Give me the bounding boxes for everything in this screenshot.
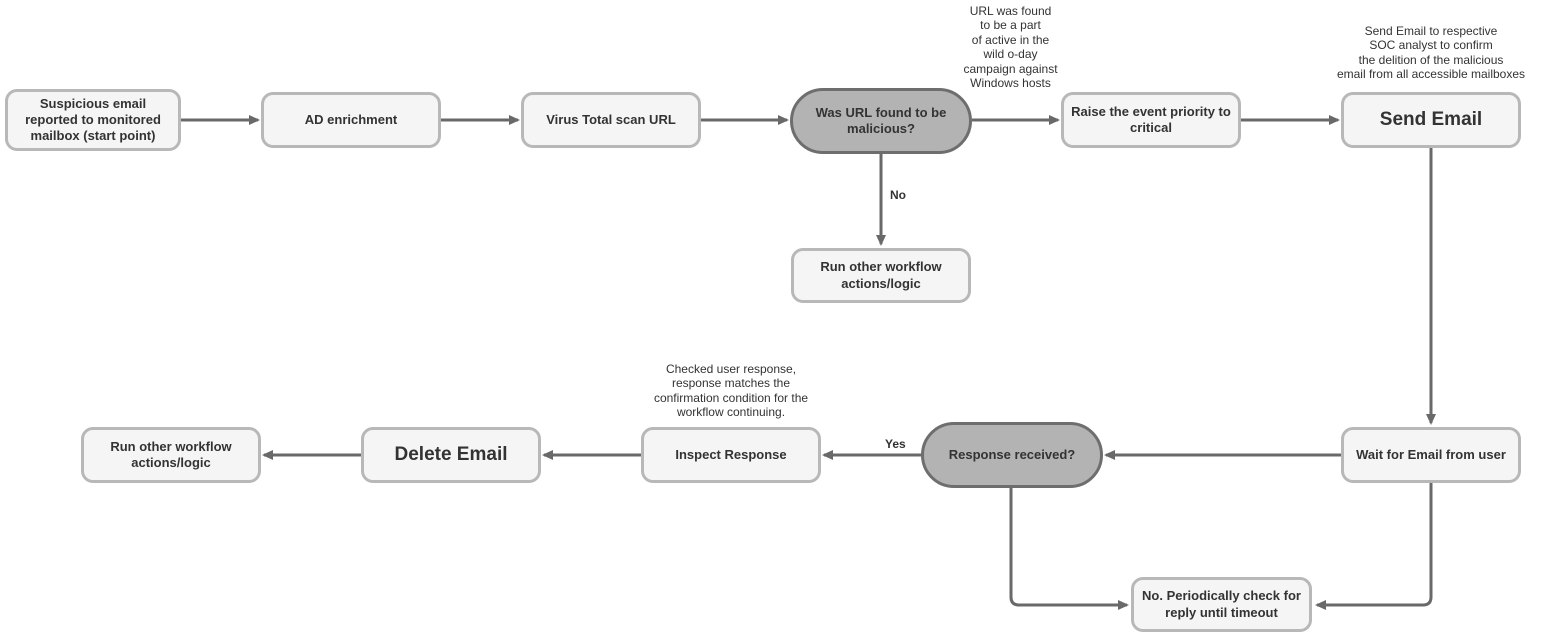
node-ad-enrichment[interactable]: AD enrichment [261,92,441,148]
node-run-other-workflow-top[interactable]: Run other workflow actions/logic [791,248,971,303]
node-periodic-check[interactable]: No. Periodically check for reply until t… [1131,577,1312,632]
connector-wait-to-periodic [1315,483,1433,610]
node-decision-response-received[interactable]: Response received? [921,422,1103,488]
node-inspect-response[interactable]: Inspect Response [641,427,821,483]
node-start[interactable]: Suspicious email reported to monitored m… [5,89,181,151]
node-send-email[interactable]: Send Email [1341,92,1521,148]
node-run-other-workflow-bottom[interactable]: Run other workflow actions/logic [81,427,261,483]
node-delete-email[interactable]: Delete Email [361,427,541,483]
node-virus-total-scan[interactable]: Virus Total scan URL [521,92,701,148]
edge-label-yes: Yes [883,437,908,451]
node-raise-priority[interactable]: Raise the event priority to critical [1061,92,1241,148]
edge-label-no: No [888,188,908,202]
annotation-send-email-note: Send Email to respective SOC analyst to … [1336,24,1526,82]
node-wait-for-email[interactable]: Wait for Email from user [1341,427,1521,483]
annotation-inspect-note: Checked user response, response matches … [653,362,809,420]
connector-response-no-to-periodic [1009,488,1129,610]
annotation-zero-day-campaign: URL was found to be a part of active in … [963,4,1058,90]
node-decision-url-malicious[interactable]: Was URL found to be malicious? [790,88,972,154]
